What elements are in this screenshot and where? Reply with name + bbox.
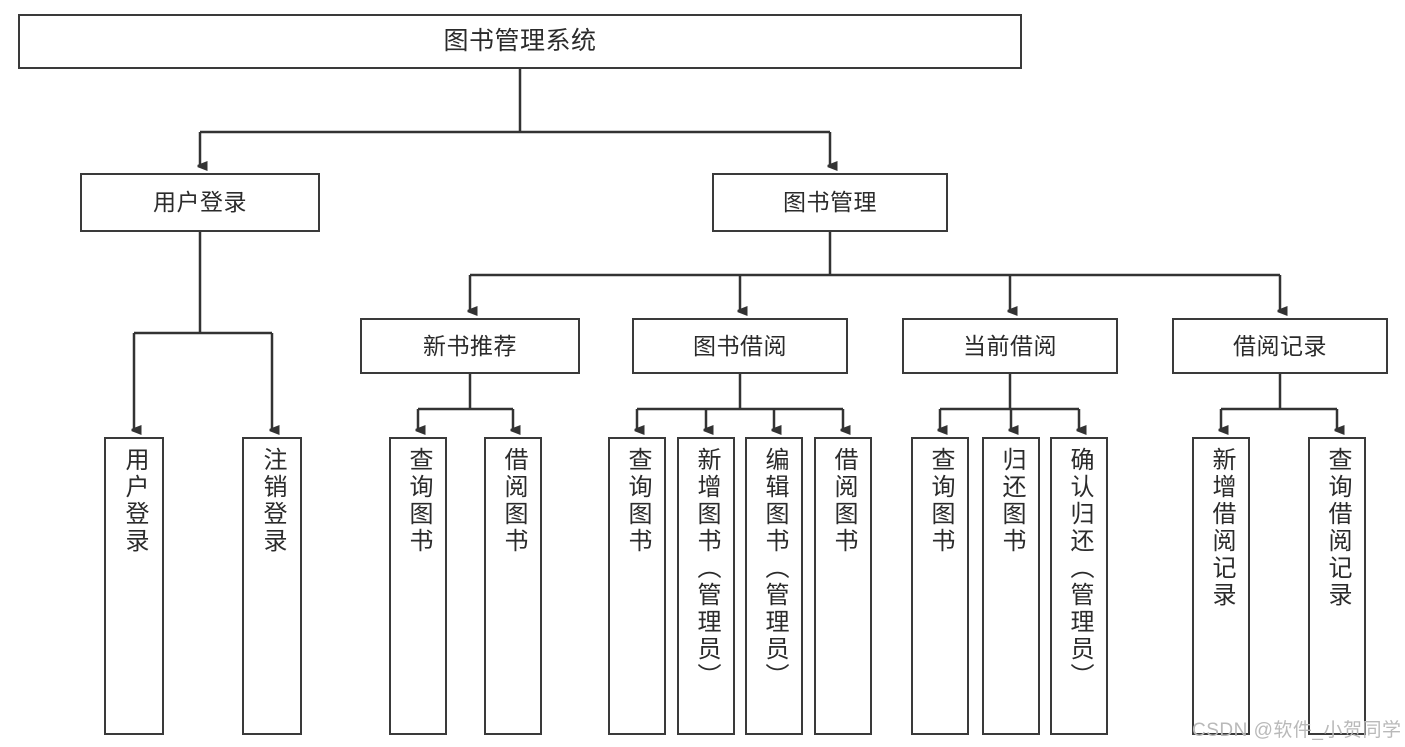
- leaf-label: 注销登录: [259, 447, 286, 555]
- node-book-borrow[interactable]: 图书借阅: [632, 318, 848, 374]
- node-user-login[interactable]: 用户登录: [80, 173, 320, 232]
- node-root-label: 图书管理系统: [443, 27, 597, 55]
- leaf-borrow-book[interactable]: 借阅图书: [814, 437, 872, 735]
- node-user-login-label: 用户登录: [153, 189, 247, 216]
- leaf-label: 用户登录: [121, 447, 148, 555]
- node-new-book-recommend-label: 新书推荐: [423, 332, 517, 359]
- leaf-label: 新增借阅记录: [1208, 447, 1235, 609]
- leaf-label: 编辑图书（管理员）: [761, 447, 788, 690]
- node-book-management-label: 图书管理: [783, 189, 877, 216]
- node-borrow-record-label: 借阅记录: [1233, 332, 1327, 359]
- leaf-query-book-current[interactable]: 查询图书: [911, 437, 969, 735]
- leaf-logout[interactable]: 注销登录: [242, 437, 302, 735]
- leaf-confirm-return-admin[interactable]: 确认归还（管理员）: [1050, 437, 1108, 735]
- leaf-label: 确认归还（管理员）: [1066, 447, 1093, 690]
- leaf-label: 查询借阅记录: [1324, 447, 1351, 609]
- node-book-borrow-label: 图书借阅: [693, 332, 787, 359]
- leaf-query-book-borrow[interactable]: 查询图书: [608, 437, 666, 735]
- leaf-label: 借阅图书: [500, 447, 527, 555]
- leaf-label: 新增图书（管理员）: [693, 447, 720, 690]
- leaf-label: 归还图书: [998, 447, 1025, 555]
- node-current-borrow-label: 当前借阅: [963, 332, 1057, 359]
- leaf-add-borrow-record[interactable]: 新增借阅记录: [1192, 437, 1250, 735]
- watermark: CSDN @软件_小贺同学: [1192, 720, 1402, 741]
- leaf-label: 查询图书: [405, 447, 432, 555]
- leaf-label: 查询图书: [624, 447, 651, 555]
- node-root[interactable]: 图书管理系统: [18, 14, 1022, 69]
- node-current-borrow[interactable]: 当前借阅: [902, 318, 1118, 374]
- leaf-edit-book-admin[interactable]: 编辑图书（管理员）: [745, 437, 803, 735]
- leaf-query-borrow-record[interactable]: 查询借阅记录: [1308, 437, 1366, 735]
- node-borrow-record[interactable]: 借阅记录: [1172, 318, 1388, 374]
- leaf-add-book-admin[interactable]: 新增图书（管理员）: [677, 437, 735, 735]
- leaf-label: 借阅图书: [830, 447, 857, 555]
- node-new-book-recommend[interactable]: 新书推荐: [360, 318, 580, 374]
- leaf-query-book-newbook[interactable]: 查询图书: [389, 437, 447, 735]
- leaf-return-book[interactable]: 归还图书: [982, 437, 1040, 735]
- leaf-user-login[interactable]: 用户登录: [104, 437, 164, 735]
- leaf-label: 查询图书: [927, 447, 954, 555]
- node-book-management[interactable]: 图书管理: [712, 173, 948, 232]
- leaf-borrow-book-newbook[interactable]: 借阅图书: [484, 437, 542, 735]
